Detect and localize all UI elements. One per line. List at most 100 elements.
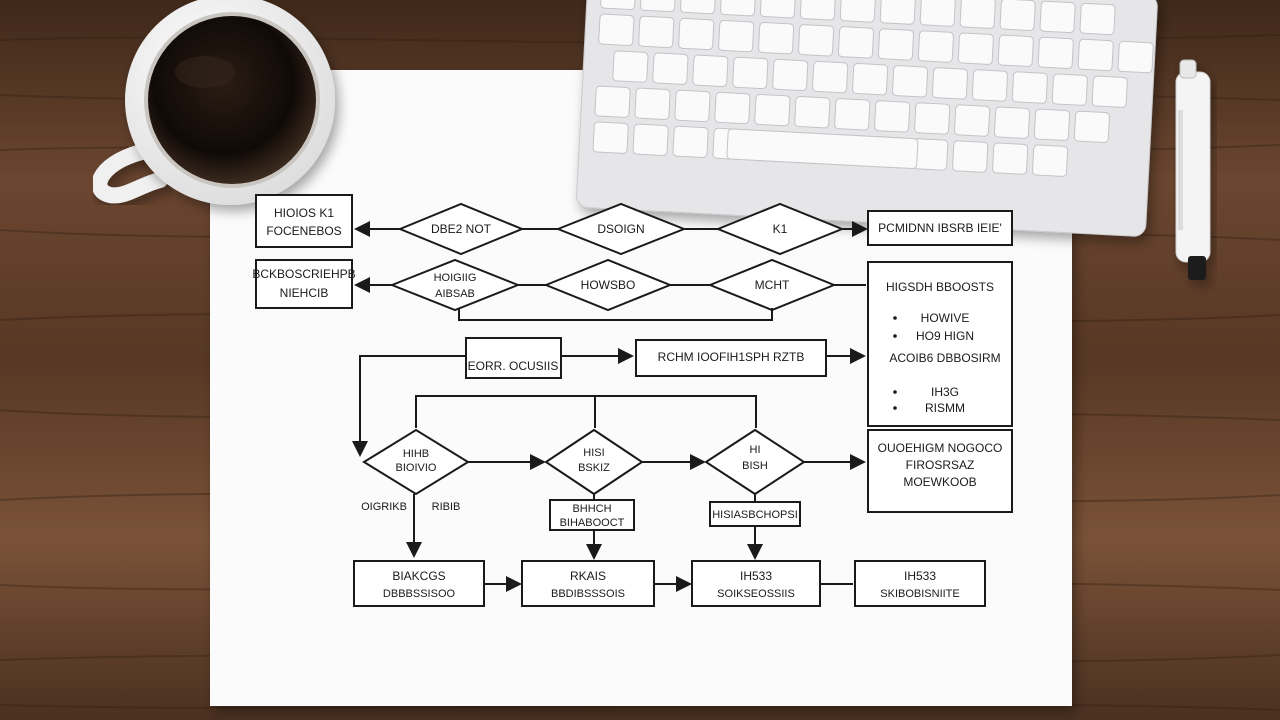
keyboard-key	[997, 34, 1034, 67]
bottom-box-2-line1: RKAIS	[570, 569, 606, 583]
sub-box-1-line2: BIHABOOCT	[560, 517, 625, 529]
keyboard-key	[879, 0, 916, 25]
sub-box-2-line1: HISIASBCHOPSI	[712, 509, 798, 521]
sub-box-1-line1: BHHCH	[572, 503, 611, 515]
keyboard-key	[1032, 144, 1069, 177]
keyboard-key	[680, 0, 717, 15]
diamond-r1-2-label: DSOIGN	[597, 222, 644, 236]
diamond-r2-3-label: MCHT	[755, 278, 790, 292]
list-bullet	[893, 406, 897, 410]
diamond-r1-1-label: DBE2 NOT	[431, 222, 492, 236]
keyboard-key	[640, 0, 677, 13]
bottom-box-1-line2: DBBBSSISOO	[383, 588, 456, 600]
bottom-box-2	[521, 560, 655, 607]
keyboard-key	[674, 89, 711, 123]
bottom-box-1	[353, 560, 485, 607]
keyboard-key	[919, 0, 956, 27]
bottom-box-4	[854, 560, 986, 607]
keyboard-key	[692, 54, 729, 87]
diamond-r3-1-line2: BIOIVIO	[396, 462, 437, 474]
keyboard-key	[993, 106, 1031, 139]
branch-label-left: OIGRIKB	[361, 501, 407, 513]
box-top-left-2-line1: BCKBOSCRIEHPB	[252, 267, 355, 281]
right-lower-line2: FIROSRSAZ	[906, 458, 975, 472]
box-middle-right-label: RCHM IOOFIH1SPH RZTB	[658, 350, 805, 364]
box-row1-right	[867, 210, 1013, 246]
keyboard-key	[672, 125, 709, 159]
keyboard-key	[758, 22, 795, 55]
keyboard-key	[1091, 75, 1128, 108]
diamond-r3-2-line1: HISI	[583, 447, 604, 459]
list-bullet	[893, 390, 897, 394]
keyboard-key	[678, 17, 715, 51]
keyboard-key	[952, 140, 989, 173]
keyboard-key	[917, 30, 954, 63]
list-bullet	[893, 334, 897, 338]
keyboard-key	[931, 67, 969, 100]
sub-box-2	[709, 501, 801, 527]
bottom-box-3-line1: IH533	[740, 569, 772, 583]
right-panel-item: ACOIB6 DBBOSIRM	[889, 351, 1000, 365]
diamond-r3-3-line1: HI	[750, 444, 761, 456]
right-panel-box	[867, 261, 1013, 427]
keyboard-key	[874, 100, 911, 133]
keyboard-key	[839, 0, 876, 23]
diamond-r3-2-line2: BSKIZ	[578, 462, 610, 474]
box-top-left-1	[255, 194, 353, 248]
pen-icon	[1175, 59, 1211, 280]
keyboard-key	[719, 0, 757, 17]
keyboard-key	[1117, 40, 1154, 74]
box-top-left-2	[255, 259, 353, 309]
right-panel-item: HOWIVE	[921, 311, 970, 325]
bottom-box-1-line1: BIAKCGS	[392, 569, 445, 583]
keyboard-key	[732, 56, 769, 90]
keyboard-spacebar	[726, 128, 919, 170]
bottom-box-4-line2: SKIBOBISNIITE	[880, 588, 959, 600]
keyboard-key	[754, 93, 791, 127]
keyboard-key	[612, 50, 649, 83]
keyboard-key	[834, 98, 871, 131]
keyboard-key	[891, 65, 929, 98]
diamond-r2-2-label: HOWSBO	[581, 278, 636, 292]
keyboard-key	[971, 69, 1008, 102]
right-panel-title: HIGSDH BBOOSTS	[886, 280, 994, 294]
keyboard-key	[959, 0, 996, 29]
diamond-r3-1-line1: HIHB	[403, 448, 429, 460]
right-panel-item: RISMM	[925, 401, 965, 415]
box-middle-right	[635, 339, 827, 377]
box-top-left-2-line2: NIEHCIB	[280, 286, 329, 300]
keyboard-key	[794, 96, 831, 129]
keyboard-key	[954, 104, 991, 137]
right-lower-line1: OUOEHIGM NOGOCO	[878, 441, 1003, 455]
keyboard-key	[592, 121, 629, 154]
branch-label-right: RIBIB	[432, 501, 461, 513]
keyboard-key	[632, 123, 669, 156]
keyboard-key	[638, 15, 675, 49]
keyboard-key	[877, 28, 915, 61]
bottom-box-4-line1: IH533	[904, 569, 936, 583]
flowchart-text: HIOIOS K1 FOCENEBOS BCKBOSCRIEHPB NIEHCI…	[252, 206, 1002, 600]
keyboard-key	[759, 0, 797, 19]
right-panel-item: HO9 HIGN	[916, 329, 974, 343]
right-lower-line3: MOEWKOOB	[903, 475, 976, 489]
keyboard-key	[718, 19, 755, 53]
keyboard-key	[772, 58, 809, 92]
diamond-r2-1-line2: AIBSAB	[435, 288, 475, 300]
box-top-left-1-line2: FOCENEBOS	[266, 224, 341, 238]
keyboard-key	[598, 13, 635, 47]
keyboard-key	[1037, 36, 1074, 70]
keyboard-key	[714, 91, 751, 125]
bottom-box-3-line2: SOIKSEOSSIIS	[717, 588, 795, 600]
keyboard-key	[992, 142, 1029, 175]
keyboard-key	[652, 52, 689, 85]
keyboard-key	[1051, 73, 1088, 106]
keyboard-key	[852, 63, 889, 96]
keyboard-key	[594, 85, 631, 118]
diamond-r1-3-label: K1	[773, 222, 788, 236]
list-bullet	[893, 316, 897, 320]
keyboard-key	[812, 60, 849, 94]
coffee-cup-icon	[91, 0, 335, 205]
flowchart	[255, 194, 1013, 607]
box-row1-right-label: PCMIDNN IBSRB IEIE'	[878, 221, 1002, 235]
